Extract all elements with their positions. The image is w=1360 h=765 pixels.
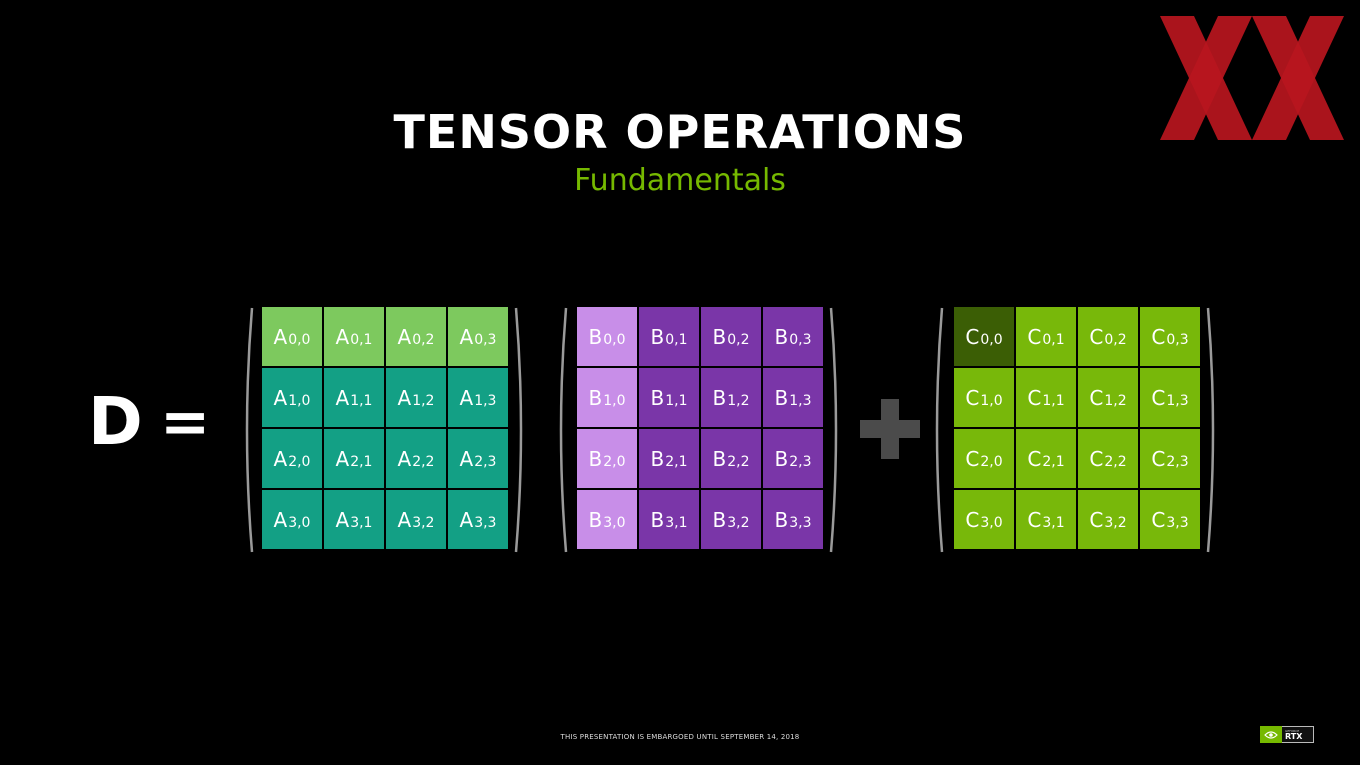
plus-icon [860, 399, 920, 459]
slide-subtitle: Fundamentals [574, 163, 786, 198]
result-matrix-label: D [88, 383, 143, 460]
equals-sign: = [160, 387, 211, 457]
paren-left-c [935, 307, 944, 553]
slide-title: TENSOR OPERATIONS [393, 105, 967, 159]
paren-right-c [1206, 307, 1215, 553]
xx-logo-icon [1160, 16, 1344, 140]
embargo-footer: THIS PRESENTATION IS EMBARGOED UNTIL SEP… [560, 733, 800, 741]
paren-right-a [514, 307, 523, 553]
paren-left-a [245, 307, 254, 553]
geforce-rtx-badge: GEFORCE RTX [1260, 726, 1314, 743]
paren-right-b [829, 307, 838, 553]
badge-main-label: RTX [1285, 731, 1303, 741]
badge-top-label: GEFORCE [1285, 728, 1300, 733]
nvidia-eye-icon [1260, 726, 1282, 743]
paren-left-b [559, 307, 568, 553]
